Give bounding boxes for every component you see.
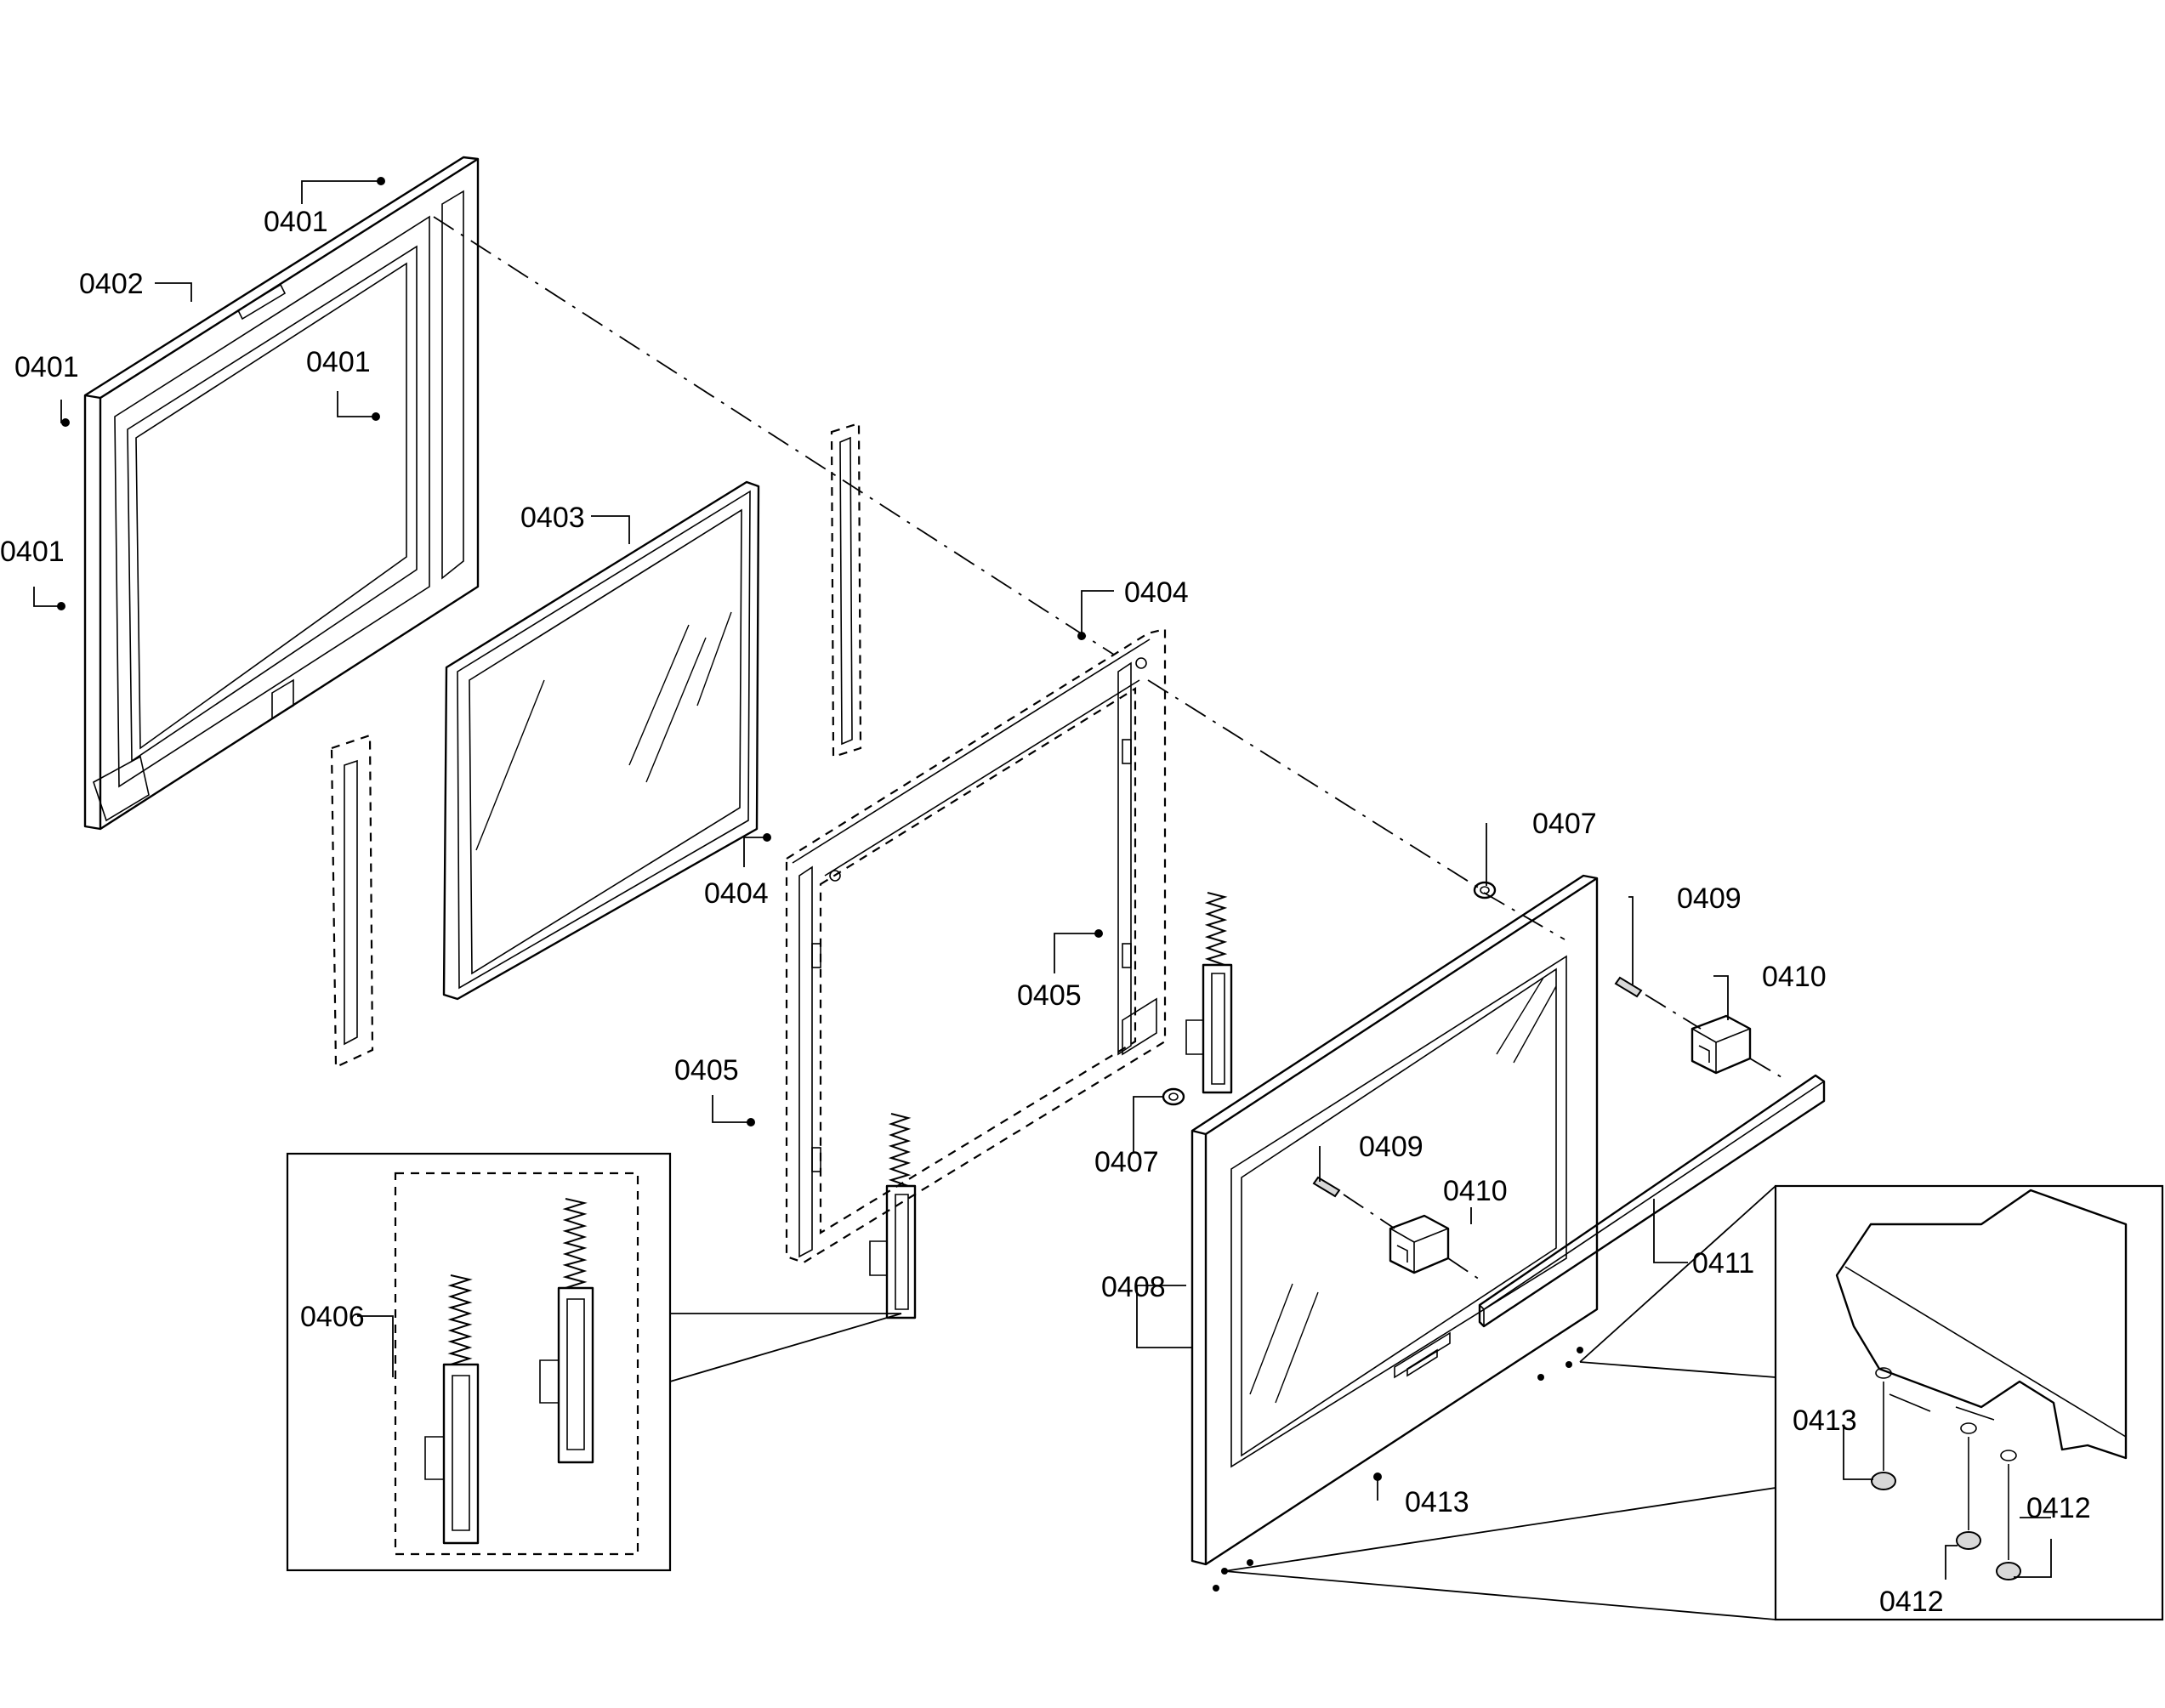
callout-0405-lower: 0405 — [674, 1054, 739, 1087]
spacer-washer-upper — [1473, 881, 1497, 899]
door-handle-bar — [1478, 1074, 1826, 1328]
fastener-detail-box — [1224, 1184, 2164, 1621]
handle-support-upper — [1691, 1014, 1752, 1075]
callout-0403: 0403 — [520, 502, 585, 534]
inner-glass-pane — [442, 480, 760, 1001]
screw-c — [1996, 1464, 2021, 1580]
screw-b — [1956, 1437, 1981, 1550]
callout-0404-lower: 0404 — [704, 877, 769, 910]
hinge-left — [869, 1113, 917, 1319]
callout-0407-upper: 0407 — [1532, 808, 1597, 840]
callout-0409-lower: 0409 — [1359, 1131, 1423, 1163]
spacer-washer-lower — [1162, 1087, 1185, 1106]
callout-0413: 0413 — [1405, 1486, 1469, 1518]
callout-0411: 0411 — [1692, 1247, 1754, 1280]
callout-labels: 0401 0402 0401 0401 0401 0403 0404 0404 … — [0, 206, 2091, 1618]
callout-0410-lower: 0410 — [1443, 1175, 1508, 1207]
callout-0412-right: 0412 — [2026, 1492, 2091, 1524]
callout-0405-upper: 0405 — [1017, 979, 1082, 1012]
spacer-strip-left — [330, 734, 374, 1069]
callout-0408: 0408 — [1101, 1271, 1166, 1303]
hinge-right — [1185, 892, 1233, 1094]
handle-pin-lower — [1312, 1176, 1341, 1198]
callout-0409-upper: 0409 — [1677, 882, 1742, 915]
door-frame — [785, 627, 1167, 1264]
callout-0401-left-upper: 0401 — [14, 351, 79, 383]
callout-0410-upper: 0410 — [1762, 961, 1827, 993]
handle-support-lower — [1389, 1214, 1450, 1274]
callout-0401-inner: 0401 — [306, 346, 371, 378]
inner-door-panel — [83, 156, 480, 831]
callout-0413-detail: 0413 — [1793, 1404, 1857, 1437]
callout-0401-top: 0401 — [264, 206, 328, 238]
callout-0412-bottom: 0412 — [1879, 1586, 1944, 1618]
screw-a — [1871, 1382, 1896, 1490]
outer-door-panel — [1190, 874, 1599, 1566]
leaders — [33, 177, 2052, 1592]
spacer-strip-right — [830, 422, 862, 758]
callout-0402: 0402 — [79, 268, 144, 300]
handle-pin-upper — [1614, 976, 1643, 998]
callout-0401-left-lower: 0401 — [0, 536, 65, 568]
callout-0404-upper: 0404 — [1124, 576, 1189, 609]
assembly-lines — [433, 216, 1787, 1280]
hinge-detail-box — [286, 1152, 902, 1572]
callout-0407-lower: 0407 — [1094, 1146, 1159, 1178]
callout-0406: 0406 — [300, 1301, 365, 1333]
